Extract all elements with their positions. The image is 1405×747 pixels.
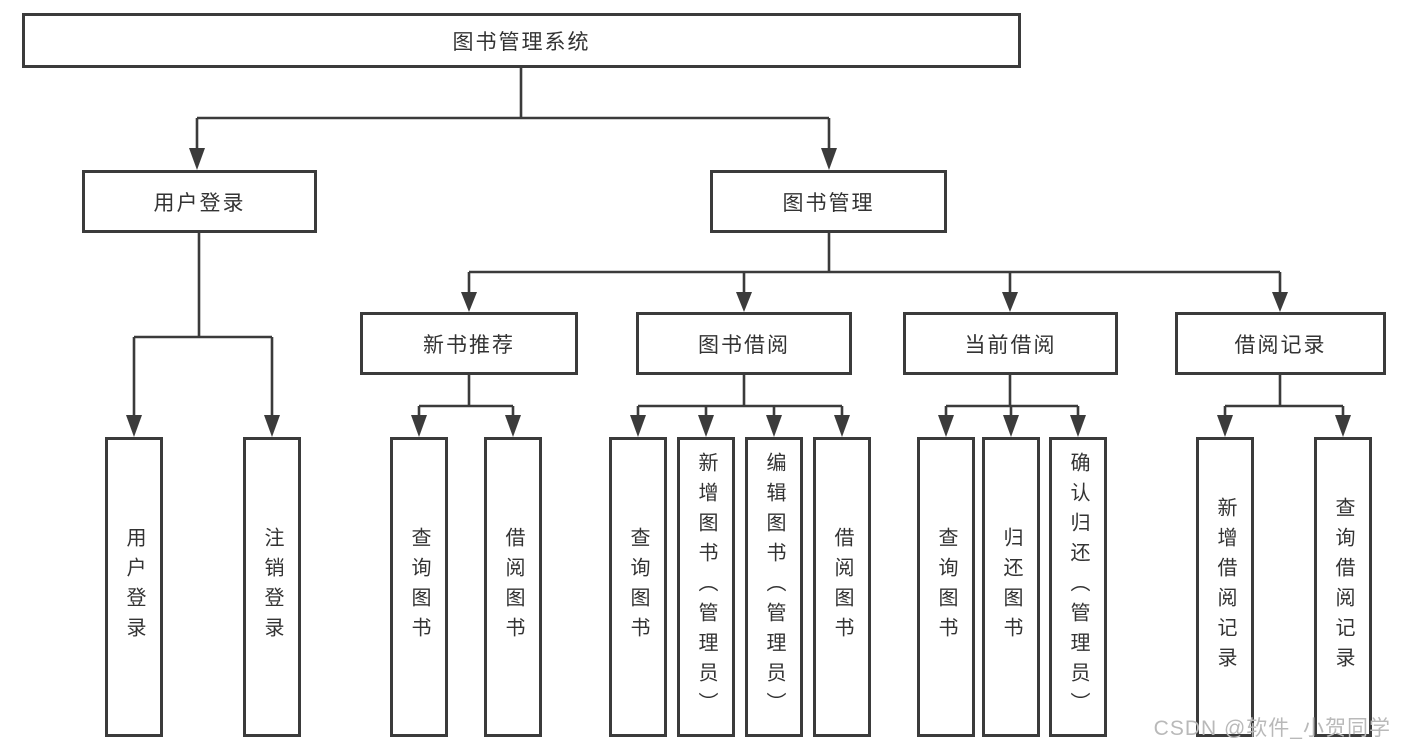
leaf-query-books: 查询图书 (917, 437, 975, 737)
leaf-label: 新增图书（管理员） (695, 452, 717, 722)
leaf-label: 借阅图书 (502, 527, 524, 647)
leaf-label: 用户登录 (123, 527, 145, 647)
leaf-confirm-return-admin: 确认归还（管理员） (1049, 437, 1107, 737)
node-book-borrowing: 图书借阅 (636, 312, 852, 375)
leaf-label: 查询图书 (627, 527, 649, 647)
leaf-label: 新增借阅记录 (1214, 497, 1236, 677)
node-current-borrowing: 当前借阅 (903, 312, 1118, 375)
node-borrowing-records: 借阅记录 (1175, 312, 1386, 375)
leaf-user-login: 用户登录 (105, 437, 163, 737)
connector-new-book-group (417, 375, 515, 418)
leaf-borrow-books: 借阅图书 (484, 437, 542, 737)
arrowhead-icon (1070, 415, 1086, 437)
leaf-add-book-admin: 新增图书（管理员） (677, 437, 735, 737)
node-library-management-system: 图书管理系统 (22, 13, 1021, 68)
leaf-label: 查询图书 (408, 527, 430, 647)
arrowhead-icon (505, 415, 521, 437)
arrowhead-icon (834, 415, 850, 437)
arrowhead-icon (1003, 415, 1019, 437)
arrowhead-icon (461, 292, 477, 312)
leaf-query-borrow-record: 查询借阅记录 (1314, 437, 1372, 737)
node-user-login: 用户登录 (82, 170, 317, 233)
node-label: 借阅记录 (1234, 333, 1327, 357)
node-label: 图书借阅 (698, 333, 790, 357)
arrowhead-icon (189, 148, 205, 170)
arrowhead-icon (1002, 292, 1018, 312)
node-label: 图书管理 (782, 191, 875, 215)
leaf-return-books: 归还图书 (982, 437, 1040, 737)
arrowheads (126, 148, 1351, 437)
leaf-logout: 注销登录 (243, 437, 301, 737)
connector-borrow-record-group (1223, 375, 1345, 418)
arrowhead-icon (736, 292, 752, 312)
connector-user-login-group (132, 233, 274, 418)
leaf-borrow-books: 借阅图书 (813, 437, 871, 737)
connector-root-to-level1 (195, 68, 831, 150)
connector-book-borrow-group (636, 375, 844, 418)
leaf-label: 查询图书 (935, 527, 957, 647)
node-label: 当前借阅 (964, 333, 1057, 357)
leaf-add-borrow-record: 新增借阅记录 (1196, 437, 1254, 737)
leaf-query-books: 查询图书 (609, 437, 667, 737)
leaf-label: 注销登录 (261, 527, 283, 647)
arrowhead-icon (1217, 415, 1233, 437)
arrowhead-icon (698, 415, 714, 437)
arrowhead-icon (411, 415, 427, 437)
arrowhead-icon (821, 148, 837, 170)
leaf-label: 借阅图书 (831, 527, 853, 647)
csdn-watermark: CSDN @软件_小贺同学 (1153, 717, 1391, 740)
arrowhead-icon (1272, 292, 1288, 312)
node-label: 图书管理系统 (452, 30, 591, 54)
node-new-book-recommend: 新书推荐 (360, 312, 578, 375)
arrowhead-icon (264, 415, 280, 437)
leaf-label: 确认归还（管理员） (1067, 452, 1089, 722)
node-label: 用户登录 (153, 191, 246, 215)
arrowhead-icon (126, 415, 142, 437)
leaf-label: 编辑图书（管理员） (763, 452, 785, 722)
connector-book-mgmt-to-level2 (467, 233, 1282, 294)
arrowhead-icon (630, 415, 646, 437)
node-book-management: 图书管理 (710, 170, 947, 233)
arrowhead-icon (938, 415, 954, 437)
leaf-edit-book-admin: 编辑图书（管理员） (745, 437, 803, 737)
leaf-query-books: 查询图书 (390, 437, 448, 737)
leaf-label: 查询借阅记录 (1332, 497, 1354, 677)
arrowhead-icon (766, 415, 782, 437)
node-label: 新书推荐 (423, 333, 515, 357)
leaf-label: 归还图书 (1000, 527, 1022, 647)
connector-current-borrow-group (944, 375, 1080, 418)
arrowhead-icon (1335, 415, 1351, 437)
